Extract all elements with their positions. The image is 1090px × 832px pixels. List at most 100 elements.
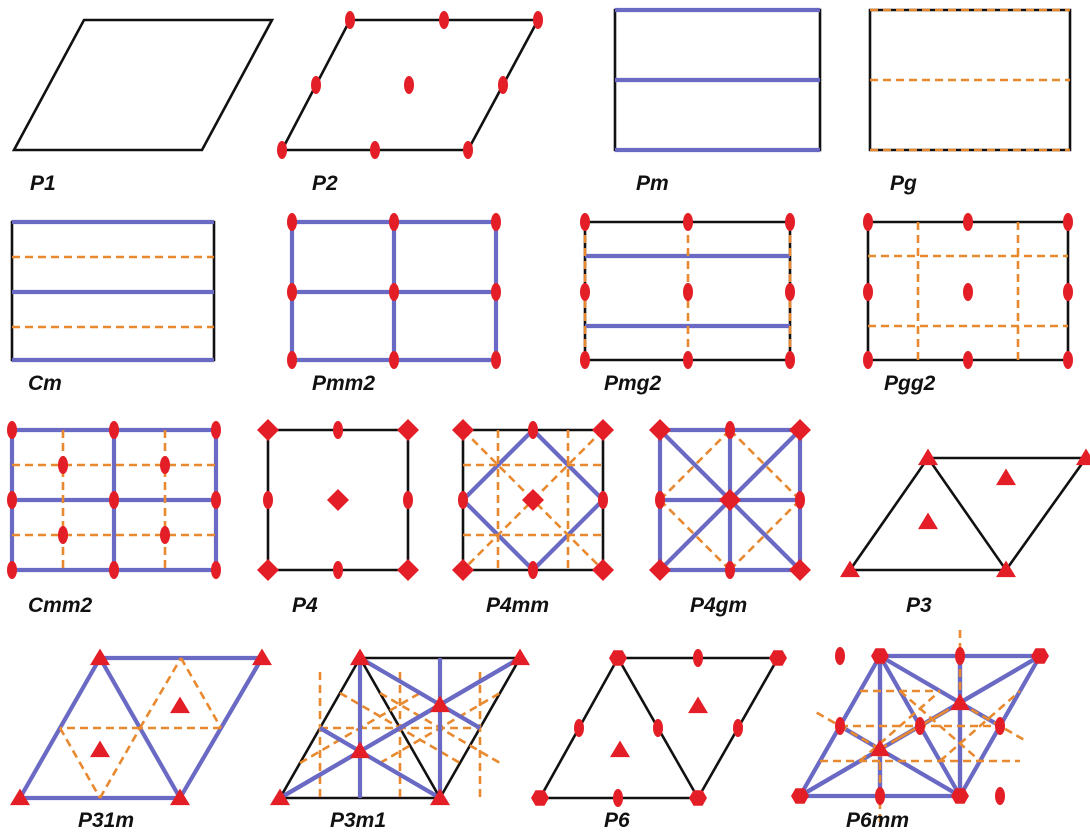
- twofold-axis-icon: [835, 717, 845, 735]
- twofold-axis-icon: [683, 351, 693, 369]
- twofold-axis-icon: [211, 561, 221, 579]
- label-p31m: P31m: [78, 809, 134, 832]
- twofold-axis-icon: [785, 283, 795, 301]
- twofold-axis-icon: [963, 351, 973, 369]
- threefold-axis-icon: [870, 739, 890, 757]
- twofold-axis-icon: [404, 76, 414, 94]
- twofold-axis-icon: [403, 491, 413, 509]
- twofold-axis-icon: [963, 283, 973, 301]
- twofold-axis-icon: [963, 213, 973, 231]
- glide-line: [179, 657, 223, 729]
- twofold-axis-icon: [7, 421, 17, 439]
- threefold-axis-icon: [950, 693, 970, 711]
- label-p6: P6: [604, 809, 630, 832]
- label-pmm2: Pmm2: [312, 372, 375, 395]
- twofold-axis-icon: [580, 283, 590, 301]
- fourfold-axis-icon: [789, 559, 811, 581]
- label-p4mm: P4mm: [486, 594, 549, 617]
- twofold-axis-icon: [835, 647, 845, 665]
- threefold-axis-icon: [90, 740, 110, 758]
- twofold-axis-icon: [7, 491, 17, 509]
- label-pmg2: Pmg2: [604, 372, 662, 395]
- twofold-axis-icon: [160, 456, 170, 474]
- cell-p4: [257, 419, 419, 581]
- twofold-axis-icon: [491, 213, 501, 231]
- twofold-axis-icon: [533, 11, 543, 29]
- glide-line: [859, 690, 941, 762]
- sixfold-axis-icon: [769, 650, 787, 666]
- twofold-axis-icon: [58, 456, 68, 474]
- label-pgg2: Pgg2: [884, 372, 936, 395]
- twofold-axis-icon: [528, 561, 538, 579]
- twofold-axis-icon: [389, 283, 399, 301]
- twofold-axis-icon: [683, 213, 693, 231]
- cell-p3: [840, 448, 1090, 578]
- cell-edge: [11, 18, 275, 152]
- twofold-axis-icon: [287, 283, 297, 301]
- label-p4: P4: [292, 594, 318, 617]
- twofold-axis-icon: [725, 421, 735, 439]
- threefold-axis-icon: [510, 648, 530, 666]
- glide-line: [659, 429, 731, 501]
- threefold-axis-icon: [918, 448, 938, 466]
- twofold-axis-icon: [333, 561, 343, 579]
- cell-cmm2: [7, 421, 221, 579]
- twofold-axis-icon: [439, 11, 449, 29]
- cell-p1: [11, 18, 275, 152]
- sixfold-axis-icon: [689, 790, 707, 806]
- twofold-axis-icon: [109, 421, 119, 439]
- cell-p31m: [10, 648, 272, 806]
- twofold-axis-icon: [875, 787, 885, 805]
- fourfold-axis-icon: [789, 419, 811, 441]
- twofold-axis-icon: [863, 213, 873, 231]
- twofold-axis-icon: [725, 561, 735, 579]
- threefold-axis-icon: [430, 788, 450, 806]
- mirror-line: [461, 428, 535, 502]
- twofold-axis-icon: [580, 213, 590, 231]
- twofold-axis-icon: [463, 141, 473, 159]
- twofold-axis-icon: [109, 491, 119, 509]
- label-p1: P1: [30, 172, 56, 195]
- twofold-axis-icon: [1063, 213, 1073, 231]
- twofold-axis-icon: [863, 283, 873, 301]
- threefold-axis-icon: [350, 741, 370, 759]
- label-p3m1: P3m1: [330, 809, 386, 832]
- fourfold-axis-icon: [719, 489, 741, 511]
- threefold-axis-icon: [90, 648, 110, 666]
- label-cmm2: Cmm2: [28, 594, 93, 617]
- twofold-axis-icon: [995, 787, 1005, 805]
- glide-line: [729, 429, 801, 501]
- twofold-axis-icon: [995, 717, 1005, 735]
- twofold-axis-icon: [1063, 351, 1073, 369]
- twofold-axis-icon: [580, 351, 590, 369]
- twofold-axis-icon: [863, 351, 873, 369]
- fourfold-axis-icon: [452, 419, 474, 441]
- twofold-axis-icon: [277, 141, 287, 159]
- twofold-axis-icon: [574, 719, 584, 737]
- threefold-axis-icon: [170, 696, 190, 714]
- fourfold-axis-icon: [592, 559, 614, 581]
- sixfold-axis-icon: [951, 788, 969, 804]
- glide-line: [58, 727, 102, 799]
- cell-pg: [868, 8, 1072, 152]
- mirror-line: [318, 726, 442, 800]
- fourfold-axis-icon: [649, 559, 671, 581]
- twofold-axis-icon: [458, 491, 468, 509]
- label-p3: P3: [906, 594, 932, 617]
- threefold-axis-icon: [996, 468, 1016, 486]
- threefold-axis-icon: [1076, 448, 1090, 466]
- twofold-axis-icon: [795, 491, 805, 509]
- label-p2: P2: [312, 172, 338, 195]
- twofold-axis-icon: [160, 526, 170, 544]
- label-p4gm: P4gm: [690, 594, 747, 617]
- twofold-axis-icon: [915, 717, 925, 735]
- twofold-axis-icon: [683, 283, 693, 301]
- threefold-axis-icon: [840, 560, 860, 578]
- twofold-axis-icon: [389, 351, 399, 369]
- twofold-axis-icon: [287, 351, 297, 369]
- cell-pgg2: [863, 213, 1073, 369]
- glide-line: [138, 657, 183, 729]
- twofold-axis-icon: [311, 76, 321, 94]
- mirror-line: [278, 656, 522, 800]
- threefold-axis-icon: [350, 648, 370, 666]
